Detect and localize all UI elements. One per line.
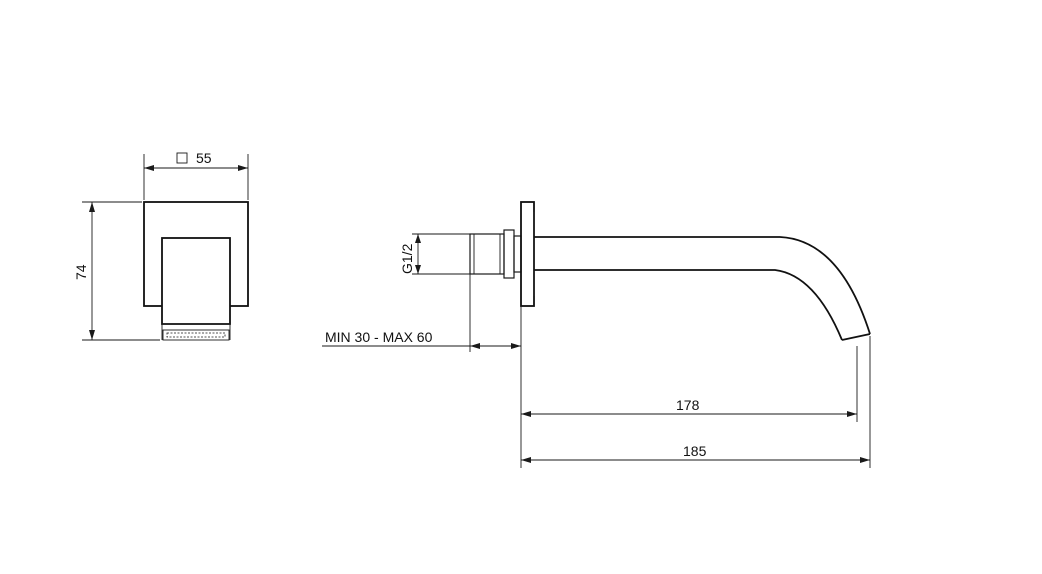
width-dim-label: 55 — [196, 150, 212, 166]
front-aerator-grille — [166, 332, 226, 338]
thread-arrow-bottom — [415, 265, 421, 274]
depth-arrow-left — [470, 343, 480, 349]
depth-arrow-right — [511, 343, 521, 349]
height-arrow-top — [89, 202, 95, 212]
front-aerator — [162, 329, 230, 341]
side-view: G1/2 MIN 30 - MAX 60 178 185 — [322, 201, 871, 468]
thread-dim-label: G1/2 — [399, 243, 415, 274]
thread-connector — [469, 233, 505, 275]
square-symbol-icon — [176, 152, 188, 164]
hex-nut — [503, 229, 515, 279]
spout-outlet-face — [841, 333, 871, 341]
spout-arrow-right — [847, 411, 857, 417]
front-view: 55 74 — [73, 150, 249, 341]
overall-dim-label: 185 — [683, 443, 707, 459]
spout-arrow-left — [521, 411, 531, 417]
overall-arrow-right — [860, 457, 870, 463]
height-arrow-bottom — [89, 330, 95, 340]
height-dim-label: 74 — [73, 264, 89, 280]
side-wall-plate — [520, 201, 535, 307]
nut-collar — [513, 235, 522, 273]
width-arrow-right — [238, 165, 248, 171]
width-arrow-left — [144, 165, 154, 171]
overall-arrow-left — [521, 457, 531, 463]
spout-tube-top — [534, 236, 871, 335]
spout-dim-label: 178 — [676, 397, 700, 413]
depth-dim-label: MIN 30 - MAX 60 — [325, 329, 433, 345]
thread-arrow-top — [415, 234, 421, 243]
front-spout-body — [161, 237, 231, 325]
spout-tube-bottom — [534, 269, 843, 341]
